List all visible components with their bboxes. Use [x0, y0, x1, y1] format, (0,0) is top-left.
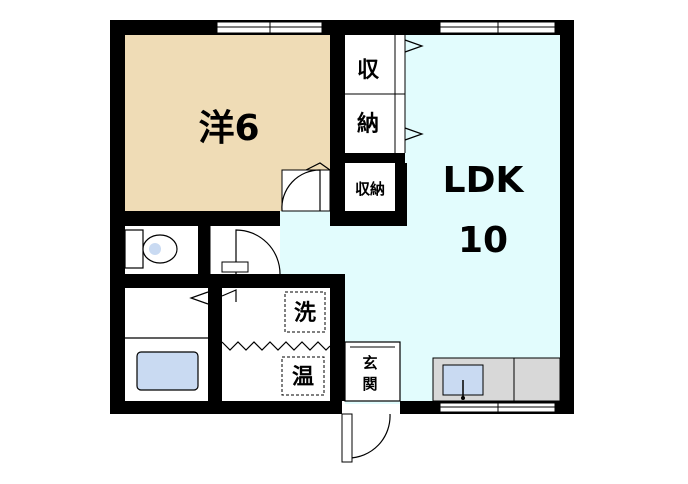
entrance: [344, 341, 401, 402]
wall-small-storage-bottom: [330, 211, 407, 226]
western-room-label: 洋6: [198, 108, 259, 149]
wall-bath-right: [208, 288, 222, 401]
wall-left: [110, 20, 125, 414]
bathtub: [136, 351, 199, 391]
wall-western-right: [330, 35, 345, 211]
storage-label-line2: 納: [357, 111, 379, 137]
wall-right: [560, 20, 574, 414]
wall-wash-right: [330, 274, 345, 401]
wall-western-bottom-left: [125, 211, 280, 226]
wall-small-storage-right: [395, 163, 407, 226]
water-heater-box: [281, 356, 325, 396]
entrance-label-line1: 玄: [362, 354, 377, 372]
wall-storage-bottom: [345, 153, 405, 163]
wall-bottom-left: [110, 401, 342, 414]
washer-label: 洗: [294, 301, 316, 326]
ldk-size-label: 10: [458, 220, 508, 261]
storage-label-line1: 収: [357, 58, 380, 83]
water-heater-label: 温: [292, 365, 314, 390]
wall-toilet-right: [198, 226, 210, 274]
wall-bath-top: [125, 274, 345, 288]
small-storage-floor: [345, 163, 395, 211]
entrance-label-line2: 関: [362, 375, 377, 393]
ldk-label: LDK: [443, 160, 525, 201]
washer-box: [284, 291, 326, 333]
small-storage-label: 収納: [355, 180, 385, 198]
